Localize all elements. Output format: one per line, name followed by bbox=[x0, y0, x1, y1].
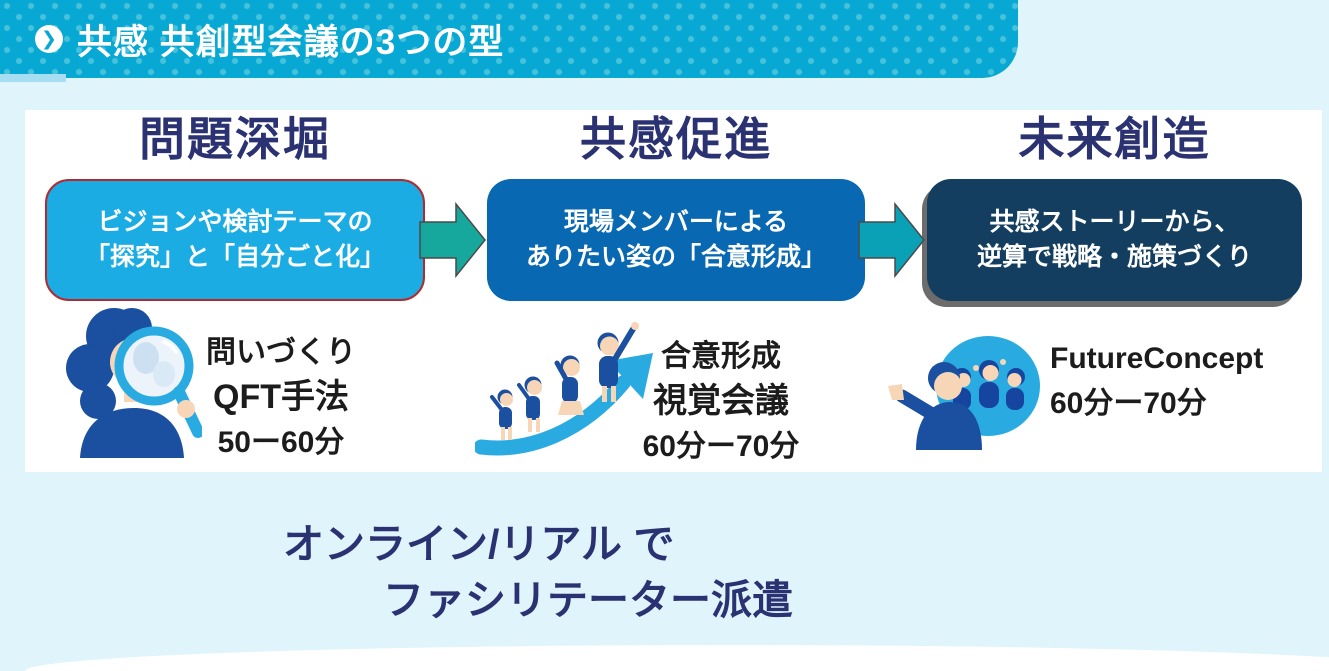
step-box-text-line: 「探究」と「自分ごと化」 bbox=[84, 243, 385, 271]
caption-empathy-promotion: 合意形成 視覚会議 60分ー70分 bbox=[626, 334, 816, 469]
column-title-future-creation: 未来創造 bbox=[1018, 113, 1211, 165]
block-arrow-right-icon bbox=[419, 201, 486, 279]
tagline-line: ファシリテーター派遣 bbox=[383, 577, 793, 623]
team-climbing-rising-arrow-illustration-icon bbox=[475, 322, 653, 456]
bottom-arc-decoration bbox=[25, 645, 1329, 671]
presenter-with-audience-circle-illustration-icon bbox=[888, 336, 1040, 450]
column-title-empathy-promotion: 共感促進 bbox=[580, 113, 772, 165]
step-box-problem-digging: ビジョンや検討テーマの 「探究」と「自分ごと化」 bbox=[45, 179, 425, 301]
chevron-right-circle-icon: ❯ bbox=[35, 25, 63, 53]
caption-line: 60分ー70分 bbox=[1050, 387, 1207, 420]
caption-future-creation: FutureConcept 60分ー70分 bbox=[1050, 336, 1290, 426]
block-arrow-right-icon bbox=[858, 201, 925, 279]
caption-line: 視覚会議 bbox=[653, 382, 789, 420]
caption-line: QFT手法 bbox=[213, 378, 349, 416]
caption-problem-digging: 問いづくり QFT手法 50ー60分 bbox=[196, 330, 366, 465]
step-box-text-line: ありたい姿の「合意形成」 bbox=[525, 243, 826, 271]
step-box-future-creation: 共感ストーリーから、 逆算で戦略・施策づくり bbox=[927, 179, 1302, 301]
step-box-text-line: 共感ストーリーから、 bbox=[989, 208, 1240, 236]
tagline-line: オンライン/リアル で bbox=[283, 521, 675, 567]
caption-line: 問いづくり bbox=[206, 336, 356, 369]
column-title-problem-digging: 問題深堀 bbox=[139, 113, 331, 165]
person-with-magnifier-illustration-icon bbox=[66, 308, 202, 458]
header-bar: ❯ 共感 共創型会議の3つの型 bbox=[0, 0, 1018, 78]
caption-line: 60分ー70分 bbox=[642, 430, 800, 463]
slide-title: 共感 共創型会議の3つの型 bbox=[77, 22, 505, 62]
step-box-empathy-promotion: 現場メンバーによる ありたい姿の「合意形成」 bbox=[487, 179, 865, 301]
step-box-text-line: ビジョンや検討テーマの bbox=[97, 208, 373, 236]
tagline: オンライン/リアル で ファシリテーター派遣 bbox=[283, 516, 793, 628]
caption-line: 合意形成 bbox=[661, 340, 781, 373]
step-box-text-line: 現場メンバーによる bbox=[563, 208, 789, 236]
caption-line: 50ー60分 bbox=[217, 426, 345, 459]
caption-line: FutureConcept bbox=[1050, 342, 1264, 375]
header-accent-strip bbox=[0, 74, 66, 82]
step-box-text-line: 逆算で戦略・施策づくり bbox=[976, 243, 1252, 271]
